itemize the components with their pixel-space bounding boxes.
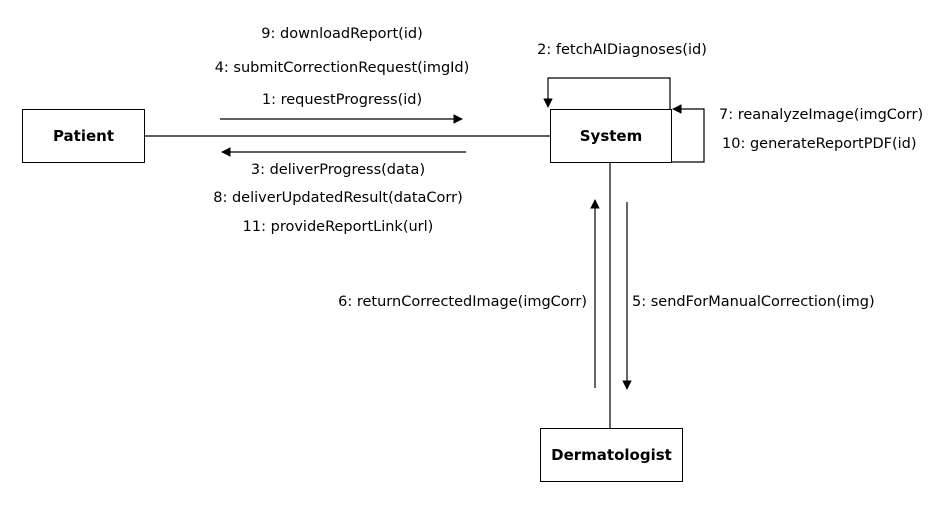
message-7-label: 7: reanalyzeImage(imgCorr) bbox=[719, 107, 924, 123]
message-9-label: 9: downloadReport(id) bbox=[261, 26, 423, 42]
self-loop-right-arrow bbox=[672, 104, 705, 163]
system-label: System bbox=[579, 127, 643, 145]
self-loop-top-arrow bbox=[543, 77, 671, 112]
message-10-label: 10: generateReportPDF(id) bbox=[722, 136, 917, 152]
dermatologist-label: Dermatologist bbox=[551, 446, 672, 464]
dermatologist-node: Dermatologist bbox=[540, 428, 683, 482]
message-8-label: 8: deliverUpdatedResult(dataCorr) bbox=[213, 190, 463, 206]
message-1-label: 1: requestProgress(id) bbox=[261, 92, 423, 108]
message-5-label: 5: sendForManualCorrection(img) bbox=[632, 294, 875, 310]
message-4-label: 4: submitCorrectionRequest(imgId) bbox=[214, 60, 470, 76]
message-3-label: 3: deliverProgress(data) bbox=[250, 162, 426, 178]
patient-label: Patient bbox=[52, 127, 115, 145]
message-6-label: 6: returnCorrectedImage(imgCorr) bbox=[338, 294, 587, 310]
patient-node: Patient bbox=[22, 109, 145, 163]
message-11-label: 11: provideReportLink(url) bbox=[242, 219, 434, 235]
system-node: System bbox=[550, 109, 672, 163]
message-2-label: 2: fetchAIDiagnoses(id) bbox=[537, 42, 707, 58]
